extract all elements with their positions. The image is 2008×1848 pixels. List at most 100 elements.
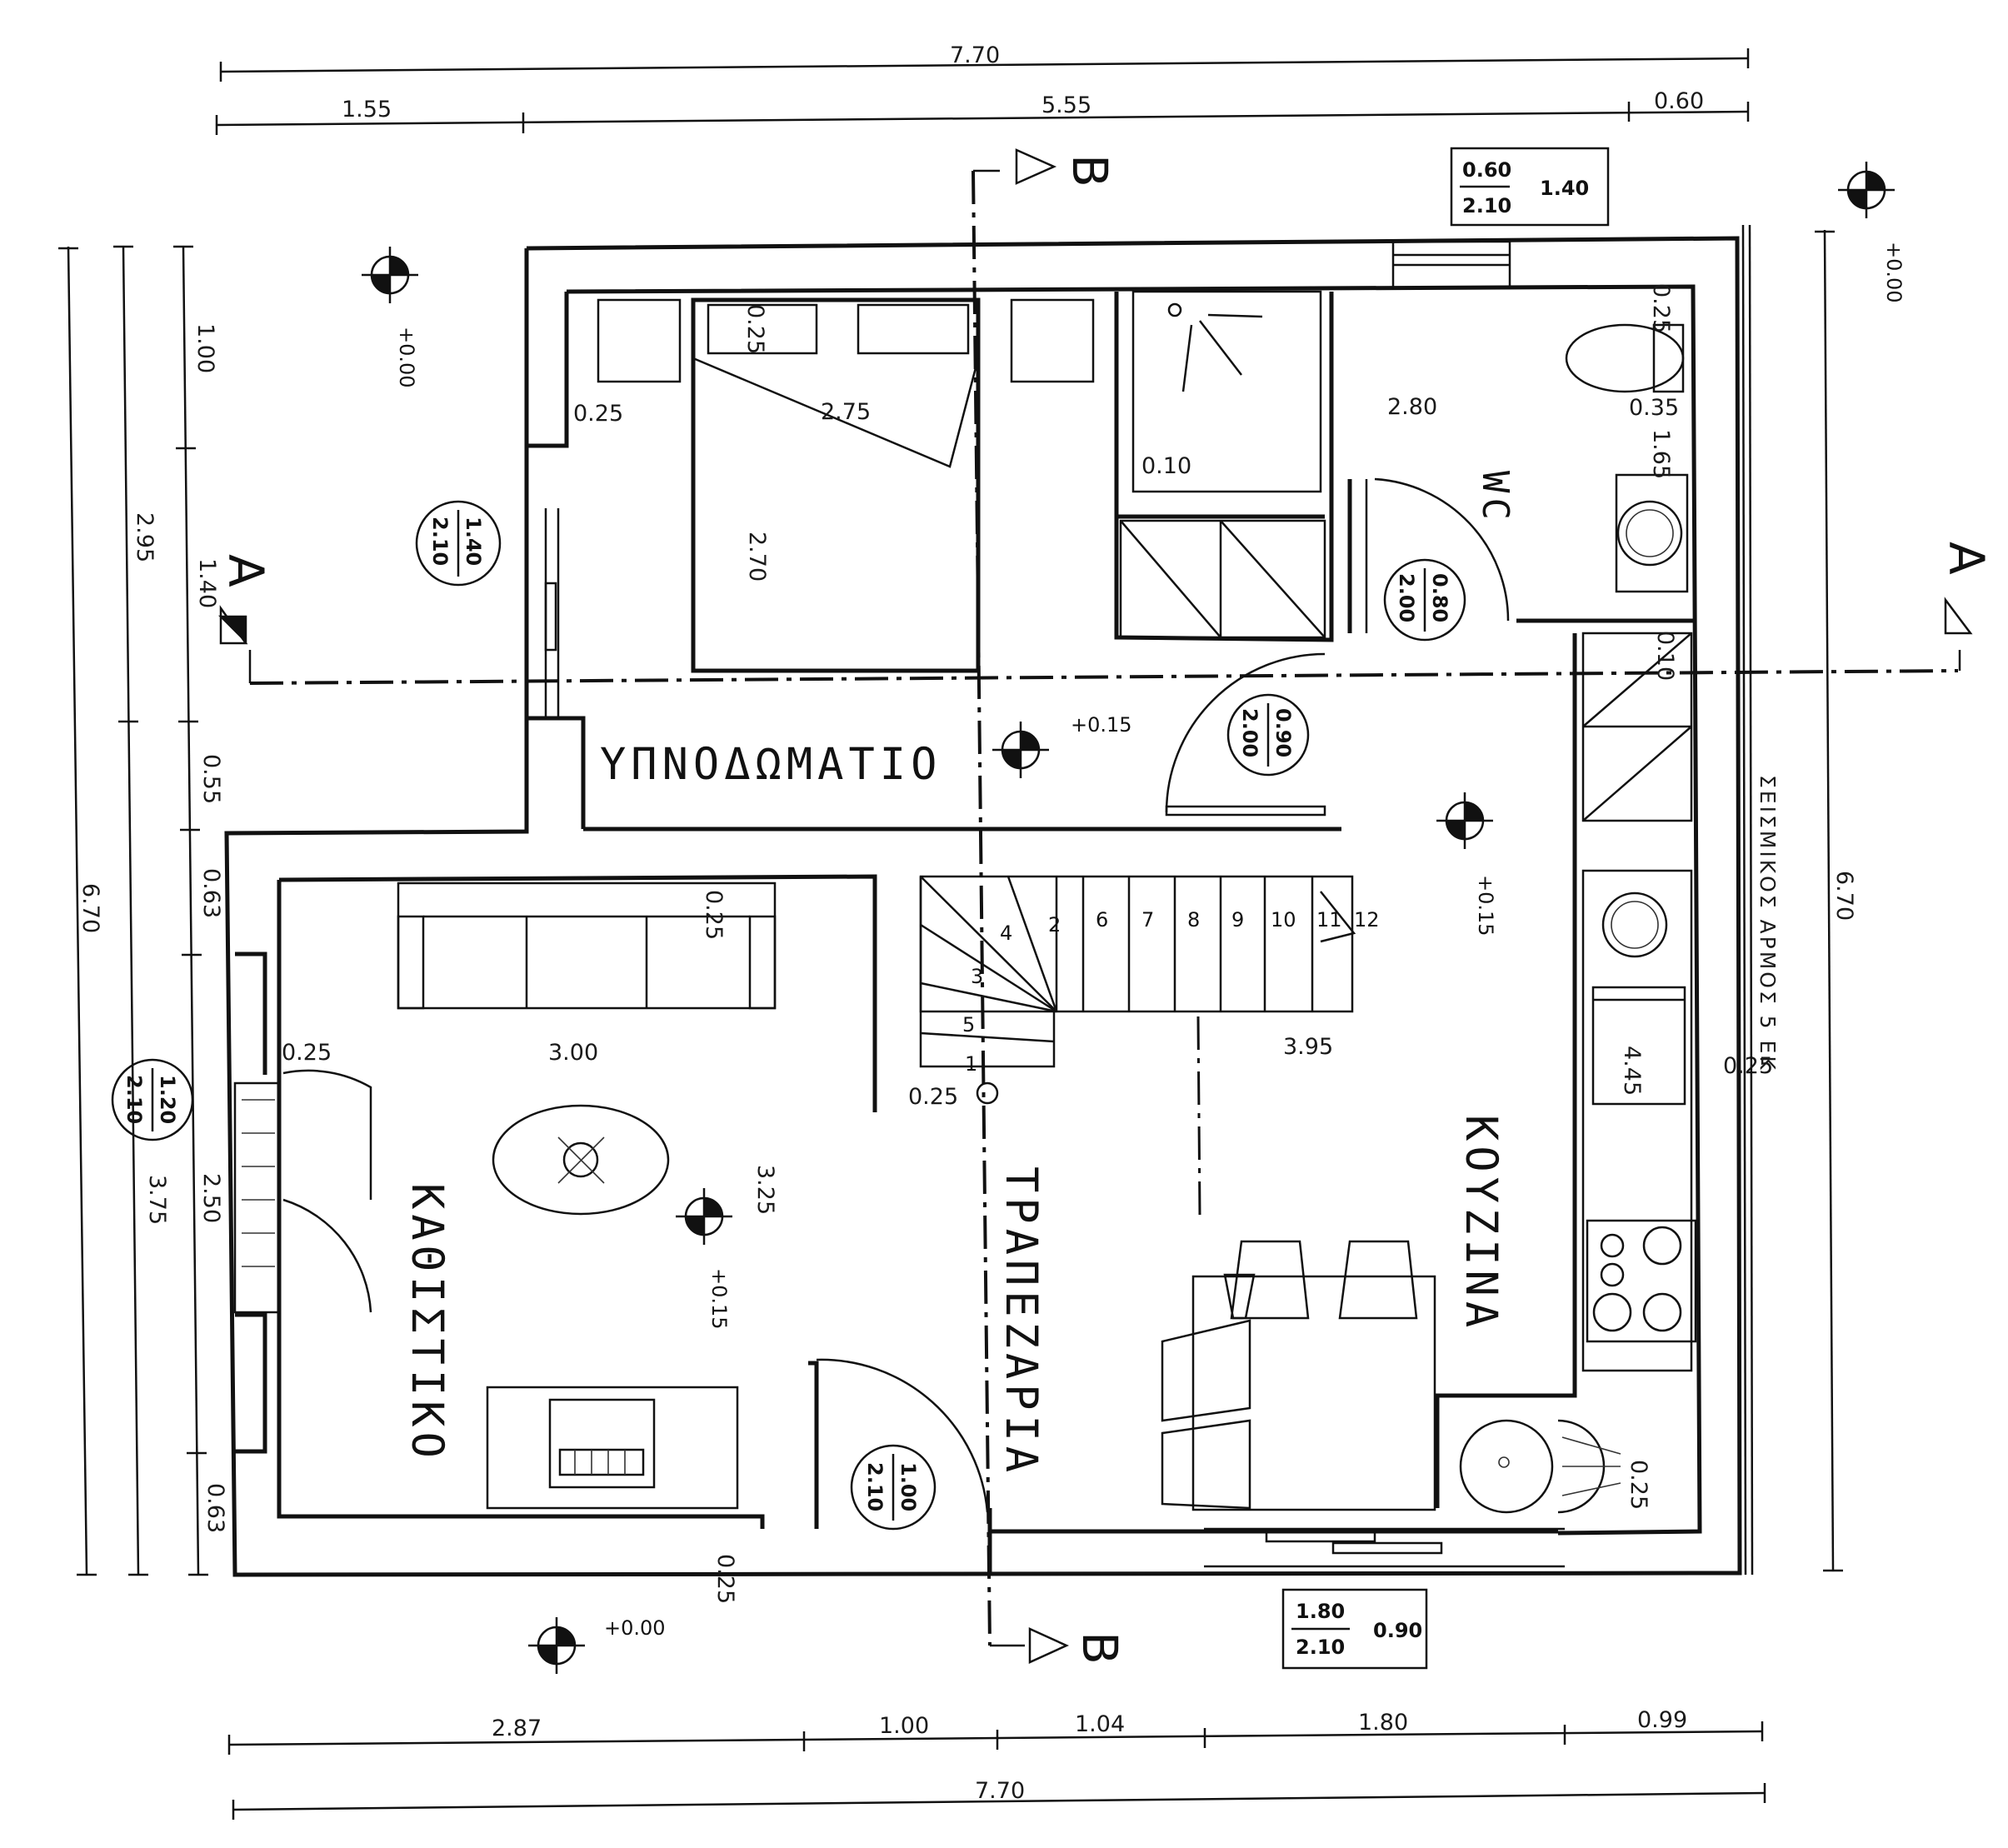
svg-text:2.10: 2.10 — [863, 1462, 887, 1511]
stair-step-label: 11 — [1316, 908, 1342, 931]
section-marker-b-top: B — [1015, 148, 1118, 187]
opening-label-kitchen-window: 1.80 2.10 0.90 — [1281, 1588, 1428, 1670]
level-markers — [362, 162, 1895, 1674]
dim-left-c5: 2.50 — [198, 1173, 224, 1223]
section-marker-a-right: A — [1938, 542, 1995, 635]
room-label-bedroom: ΥΠΝΟΔΩΜΑΤΙΟ — [600, 740, 942, 790]
svg-text:2.00: 2.00 — [1238, 708, 1261, 757]
dimension-lines — [58, 48, 1843, 1820]
level-corridor: +0.15 — [1071, 713, 1132, 737]
opening-label-wc-window: 0.60 2.10 1.40 — [1450, 147, 1610, 227]
opening-label-bedroom-window: 1.40 2.10 — [415, 500, 502, 587]
dim-kit-right: 0.25 — [1723, 1053, 1773, 1079]
level-bedroom-outside: +0.00 — [395, 327, 418, 388]
svg-text:2.00: 2.00 — [1395, 573, 1418, 622]
level-wc-outside: +0.00 — [1882, 242, 1906, 303]
bed — [597, 297, 1095, 673]
wc-door-swing — [1365, 477, 1510, 633]
dim-left-a: 2.95 — [132, 512, 157, 562]
stair-step-label: 5 — [962, 1013, 975, 1036]
svg-text:1.40: 1.40 — [1540, 177, 1589, 200]
bedroom-door-swing — [1165, 652, 1326, 817]
dim-top-total: 7.70 — [950, 42, 1000, 68]
dim-bottom-2: 1.00 — [879, 1713, 929, 1739]
dim-left-c1: 1.00 — [192, 323, 218, 373]
dim-liv-top: 0.25 — [701, 890, 727, 940]
dim-wc-side2: 0.10 — [1652, 631, 1678, 681]
dim-stair-offset: 0.25 — [908, 1084, 958, 1110]
dim-kit-width: 3.95 — [1283, 1034, 1333, 1060]
dim-left-total: 6.70 — [77, 883, 103, 933]
level-kitchen: +0.15 — [1474, 875, 1497, 936]
room-label-kitchen: ΚΟΥΖΙΝΑ — [1456, 1115, 1506, 1332]
svg-text:0.80: 0.80 — [1428, 573, 1451, 622]
svg-text:A: A — [1938, 542, 1995, 575]
stair-step-label: 9 — [1231, 908, 1244, 931]
wardrobe — [1119, 519, 1326, 639]
dim-right-total: 6.70 — [1831, 871, 1857, 921]
dim-left-c2: 1.40 — [194, 558, 220, 608]
dim-bed-top: 0.25 — [742, 304, 768, 354]
svg-text:0.90: 0.90 — [1271, 708, 1295, 757]
dim-bottom-1: 2.87 — [492, 1716, 542, 1741]
entrance-door-swing — [816, 1358, 989, 1513]
dim-top-3: 0.60 — [1654, 88, 1704, 114]
svg-text:2.10: 2.10 — [122, 1075, 146, 1124]
svg-text:2.10: 2.10 — [1462, 194, 1511, 217]
stove — [1586, 1219, 1697, 1343]
walls — [224, 236, 1742, 1577]
tv-unit — [486, 1386, 739, 1510]
stair-step-label: 8 — [1187, 908, 1200, 931]
kitchen-sink — [1459, 1419, 1621, 1514]
dim-left-c6: 0.63 — [202, 1483, 228, 1533]
svg-text:B: B — [1061, 154, 1118, 187]
dim-wc-right: 0.35 — [1629, 395, 1679, 421]
sofa — [397, 882, 777, 1010]
dim-left-c4: 0.63 — [198, 868, 224, 918]
dim-left-c3: 0.55 — [198, 754, 224, 804]
room-label-dining: ΤΡΑΠΕΖΑΡΙΑ — [996, 1166, 1046, 1477]
dim-bed-height: 2.70 — [744, 532, 770, 582]
svg-text:B: B — [1071, 1631, 1128, 1665]
toilet — [1565, 323, 1685, 393]
svg-text:1.80: 1.80 — [1296, 1600, 1345, 1623]
dim-wc-side: 1.65 — [1648, 429, 1674, 479]
dim-wc-width: 2.80 — [1387, 394, 1437, 420]
section-marker-b-bottom: B — [1028, 1627, 1128, 1665]
dim-kit-bottom: 0.25 — [1626, 1460, 1651, 1510]
dim-liv-bottom: 0.25 — [712, 1554, 738, 1604]
dim-liv-left: 0.25 — [282, 1040, 332, 1066]
stair-step-label: 3 — [971, 965, 983, 988]
seismic-joint-label: ΣΕΙΣΜΙΚΟΣ ΑΡΜΟΣ 5 ΕΚ — [1756, 775, 1780, 1072]
stair-step-label: 1 — [965, 1052, 977, 1076]
opening-label-bedroom-door: 0.90 2.00 — [1226, 693, 1310, 777]
dim-liv-width: 3.00 — [548, 1040, 598, 1066]
stair-step-label: 12 — [1354, 908, 1380, 931]
dim-bed-width: 2.75 — [821, 399, 871, 425]
room-label-wc: WC — [1474, 471, 1516, 525]
level-entrance: +0.00 — [604, 1616, 666, 1640]
svg-text:0.60: 0.60 — [1462, 158, 1511, 182]
section-axes — [248, 169, 1961, 1647]
stair-step-label: 4 — [1000, 922, 1012, 945]
svg-text:2.10: 2.10 — [1296, 1636, 1345, 1659]
dim-kit-height: 4.45 — [1619, 1046, 1645, 1096]
svg-text:A: A — [217, 554, 274, 587]
dim-bottom-4: 1.80 — [1358, 1710, 1408, 1736]
dining-chairs — [1161, 1240, 1418, 1510]
level-living: +0.15 — [707, 1268, 731, 1330]
stair-step-label: 10 — [1271, 908, 1296, 931]
dining-table — [1191, 1275, 1436, 1511]
dim-wc-top: 0.25 — [1648, 283, 1674, 333]
washbasin — [1615, 473, 1689, 593]
stair-step-label: 7 — [1141, 908, 1154, 931]
dim-top-2: 5.55 — [1041, 92, 1091, 118]
opening-label-entrance-door: 1.00 2.10 — [850, 1444, 937, 1531]
svg-text:1.40: 1.40 — [462, 517, 485, 566]
section-marker-a-left: A — [217, 554, 274, 645]
kitchen-cabinets — [1581, 632, 1693, 1372]
svg-text:2.10: 2.10 — [428, 517, 452, 566]
dim-top-1: 1.55 — [342, 97, 392, 122]
stair-step-numbers: 1 2 3 4 5 6 7 8 9 10 11 12 — [962, 908, 1380, 1076]
